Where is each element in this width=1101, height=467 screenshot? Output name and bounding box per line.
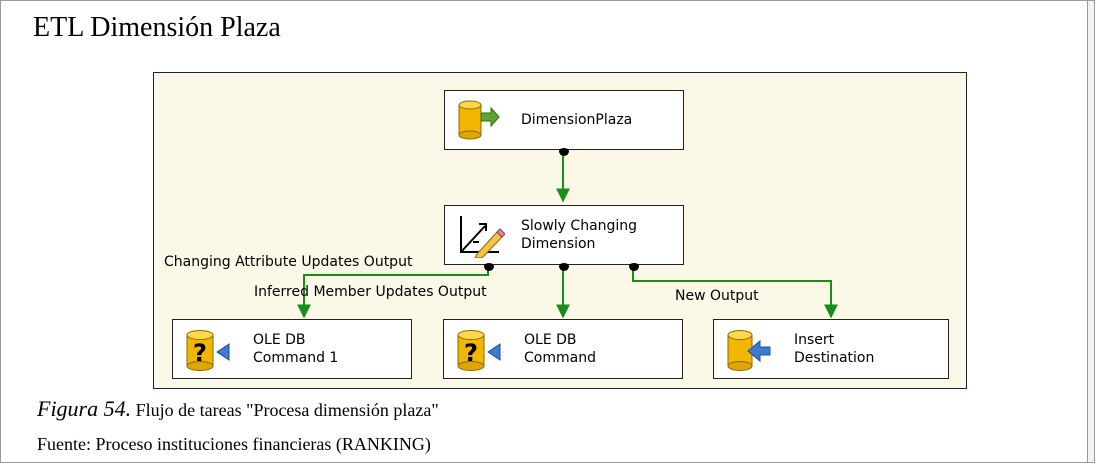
node-slowly-changing-dimension[interactable]: Slowly Changing Dimension: [444, 205, 684, 265]
node-insert-destination[interactable]: Insert Destination: [713, 319, 949, 379]
node-dimension-plaza[interactable]: DimensionPlaza: [444, 90, 684, 150]
svg-text:?: ?: [193, 339, 207, 367]
node-label: DimensionPlaza: [521, 112, 633, 128]
frame-edge: [1087, 1, 1094, 462]
figure-source: Fuente: Proceso instituciones financiera…: [37, 434, 431, 454]
output-port[interactable]: [559, 263, 569, 271]
figure-number: Figura 54.: [37, 396, 132, 421]
output-port[interactable]: [559, 148, 569, 156]
node-label: Slowly Changing Dimension: [521, 218, 638, 252]
node-label: Insert Destination: [794, 332, 875, 366]
svg-text:?: ?: [464, 339, 478, 367]
output-port[interactable]: [629, 263, 639, 271]
output-label-changing-attribute: Changing Attribute Updates Output: [164, 254, 413, 270]
figure-caption: Figura 54. Flujo de tareas "Procesa dime…: [37, 396, 439, 422]
figure-title: ETL Dimensión Plaza: [33, 12, 281, 43]
database-command-icon: ?: [185, 328, 231, 377]
database-command-icon: ?: [456, 328, 502, 377]
connector-new-to-dest: [632, 267, 838, 319]
node-label: OLE DB Command: [524, 332, 596, 366]
node-ole-db-command[interactable]: ? OLE DB Command: [443, 319, 683, 379]
node-ole-db-command-1[interactable]: ? OLE DB Command 1: [172, 319, 412, 379]
output-port[interactable]: [484, 263, 494, 271]
database-source-icon: [457, 99, 501, 146]
node-label: OLE DB Command 1: [253, 332, 339, 366]
slowly-changing-dimension-icon: [455, 212, 506, 263]
data-flow-canvas: DimensionPlaza Slowly Changing Dimension…: [153, 72, 967, 389]
database-destination-icon: [726, 328, 772, 377]
connector-changing-to-cmd1: [297, 267, 489, 319]
output-label-inferred-member: Inferred Member Updates Output: [254, 284, 487, 300]
output-label-new-output: New Output: [675, 288, 759, 304]
data-flow-connectors: [297, 153, 838, 319]
figure-caption-text: Flujo de tareas "Procesa dimensión plaza…: [135, 400, 439, 420]
